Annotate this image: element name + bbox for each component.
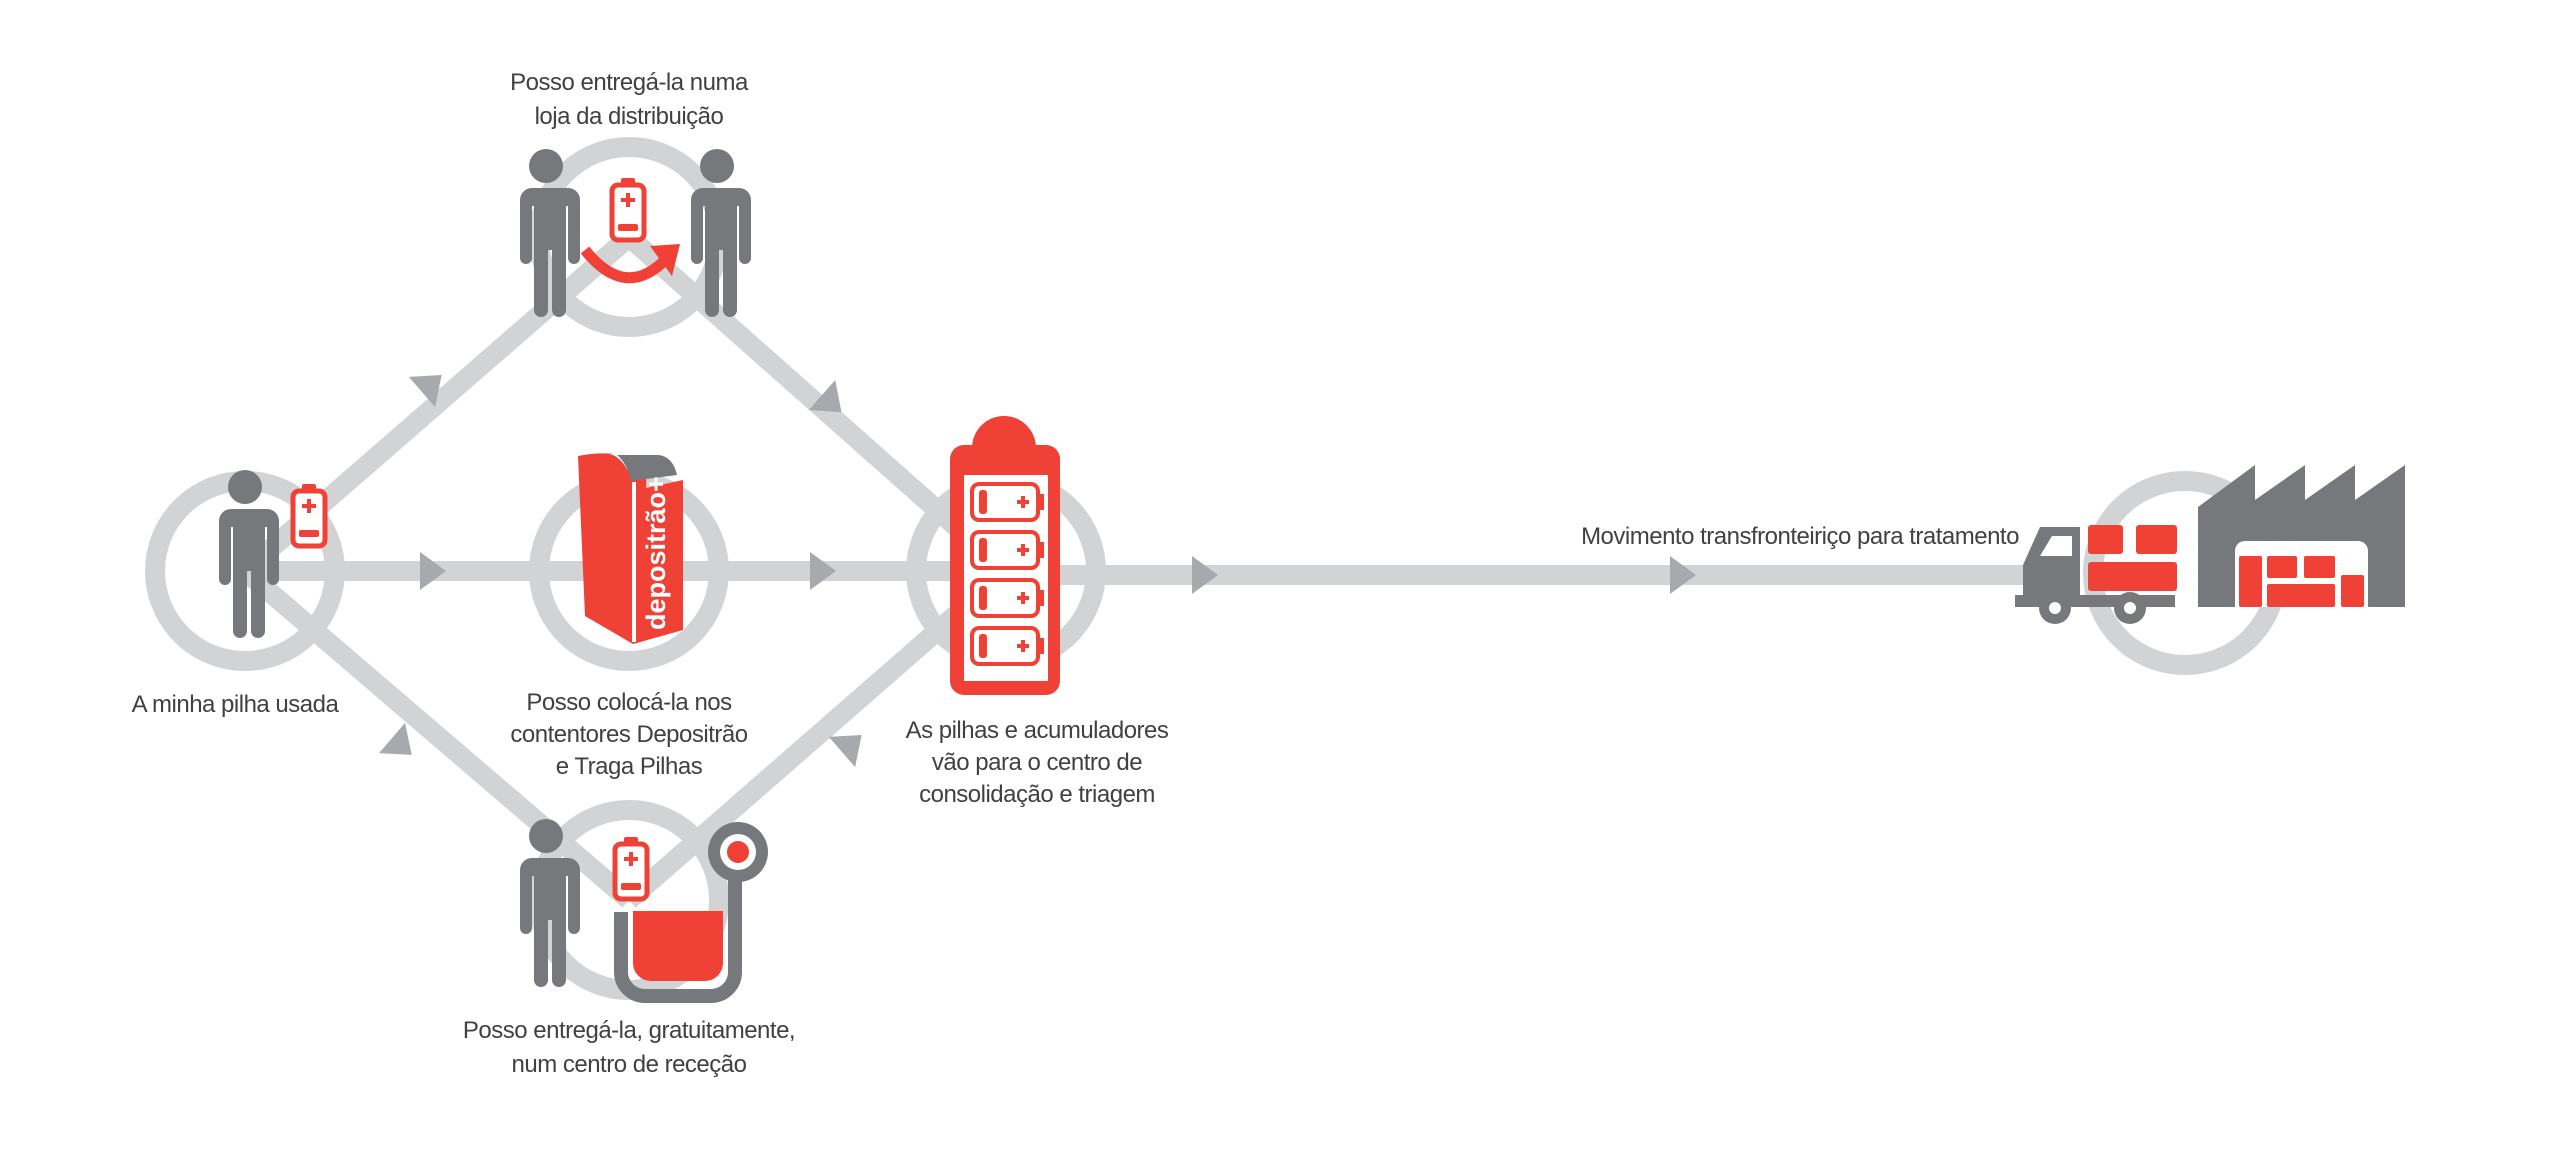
label-start: A minha pilha usada (132, 691, 340, 718)
label-hub-line2: vão para o centro de (932, 749, 1142, 776)
arrow-right-icon (1670, 556, 1696, 594)
battery-cell-icon (970, 626, 1046, 666)
battery-collector-icon (950, 416, 1060, 695)
person-icon (219, 470, 279, 638)
depositrao-bin-icon: depositrão+ (578, 450, 683, 644)
exchange-arrow-icon (580, 244, 680, 284)
arrow-up-right-icon (408, 374, 442, 408)
arrow-right-icon (1192, 556, 1218, 594)
battery-cell-icon (970, 530, 1046, 570)
arrow-right-icon (420, 552, 446, 590)
label-containers-line1: Posso colocá-la nos (526, 689, 732, 716)
arrow-down-right-icon (808, 380, 842, 413)
arrow-down-right-icon (378, 722, 412, 755)
label-transport: Movimento transfronteiriço para tratamen… (1581, 523, 2019, 550)
arrow-right-icon (810, 552, 836, 590)
flow-arrows (378, 374, 1696, 768)
label-reception-line1: Posso entregá-la, gratuitamente, (463, 1017, 795, 1044)
label-containers-line3: e Traga Pilhas (556, 753, 703, 780)
battery-cell-icon (970, 482, 1046, 522)
battery-icon (293, 484, 325, 546)
label-hub-line1: As pilhas e acumuladores (906, 717, 1169, 744)
reception-bin-icon (614, 822, 768, 1003)
label-reception-line2: num centro de receção (512, 1051, 747, 1078)
label-store-line1: Posso entregá-la numa (510, 69, 749, 96)
factory-icon (2198, 465, 2405, 607)
label-containers-line2: contentores Depositrão (510, 721, 747, 748)
battery-cell-icon (970, 578, 1046, 618)
label-store-line2: loja da distribuição (535, 103, 724, 130)
truck-icon (2015, 525, 2177, 624)
arrow-up-right-icon (828, 734, 862, 768)
battery-icon (612, 178, 644, 240)
bin-logo-text: depositrão+ (641, 476, 671, 630)
battery-icon (615, 837, 647, 899)
label-hub-line3: consolidação e triagem (919, 781, 1155, 808)
